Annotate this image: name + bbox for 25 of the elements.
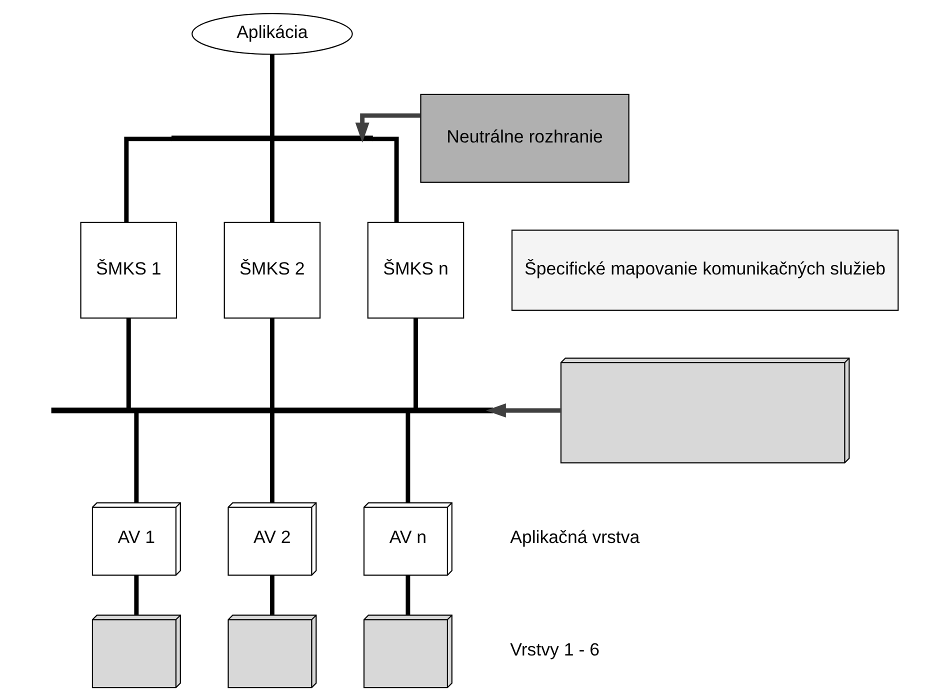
node-box: ŠMKS n (366, 221, 464, 318)
connector (269, 412, 274, 502)
node-ellipse: Aplikácia (191, 12, 352, 54)
arrow (354, 112, 420, 142)
connector (134, 412, 138, 502)
arrow (485, 402, 560, 417)
connector (134, 574, 138, 614)
connector (126, 318, 130, 408)
node-box: ŠMKS 1 (80, 221, 177, 318)
node-box: Neutrálne rozhranie (420, 93, 629, 182)
connector (269, 318, 274, 408)
connector (269, 140, 274, 222)
node-bar (170, 135, 372, 141)
label: Aplikačná vrstva (510, 526, 640, 547)
label: Vrstvy 1 - 6 (510, 639, 600, 660)
connector (269, 54, 274, 136)
connector (405, 574, 410, 614)
connector (413, 318, 418, 408)
connector (405, 412, 410, 502)
connector (269, 574, 274, 614)
connector (372, 136, 398, 222)
connector (124, 136, 172, 222)
node-box: Špecifické mapovanie komunikačných služieb (510, 229, 898, 310)
node-bar (50, 407, 493, 413)
node-box: ŠMKS 2 (223, 221, 320, 318)
